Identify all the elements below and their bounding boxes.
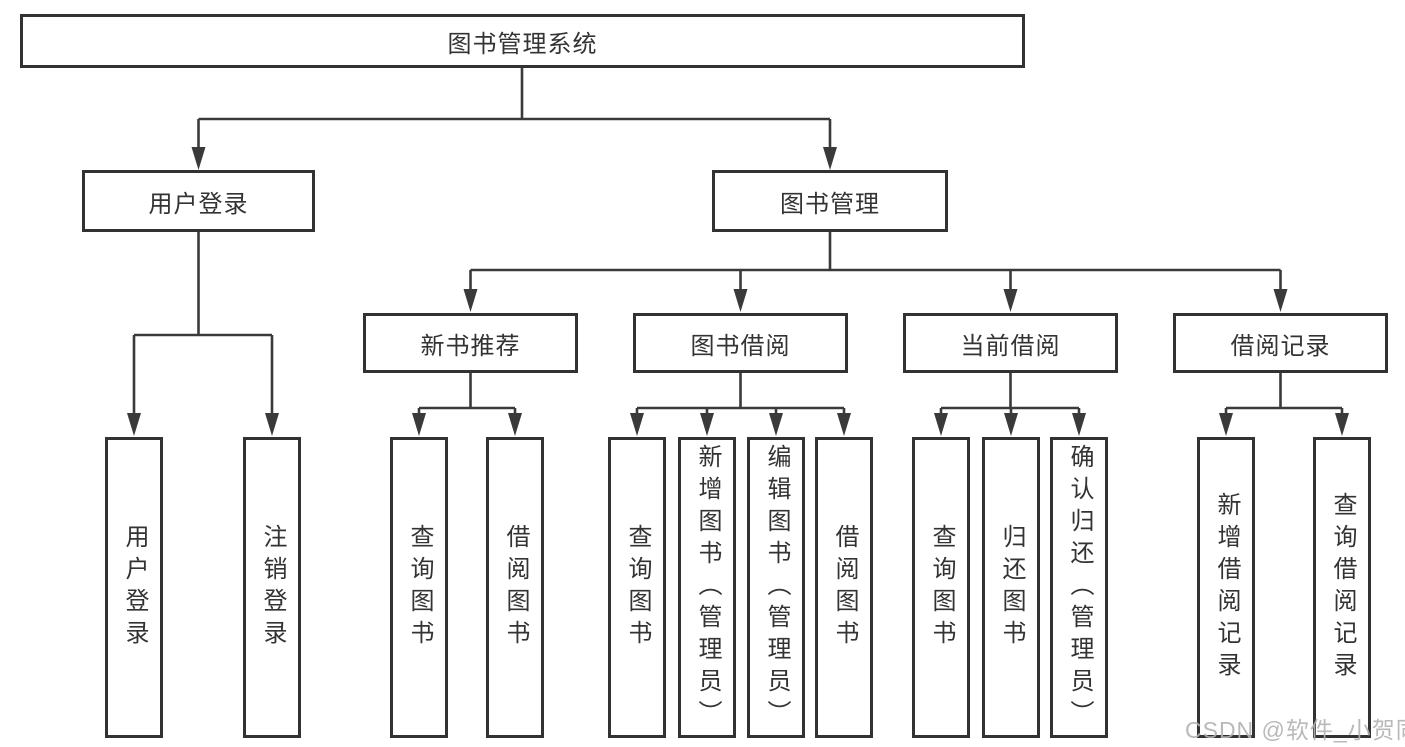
arrow-down-icon (700, 413, 714, 436)
connector-records-branch (1224, 373, 1344, 420)
node-leaf-return-books: 归还图书 (982, 437, 1040, 738)
node-book-management-branch: 图书管理 (712, 170, 948, 232)
node-leaf-confirm-return-admin: 确认归还（管理员） (1050, 437, 1108, 738)
node-leaf-logout: 注销登录 (243, 437, 301, 738)
leaf-label: 查询借阅记录 (1329, 491, 1356, 684)
node-leaf-add-borrow-record: 新增借阅记录 (1197, 437, 1255, 738)
arrow-down-icon (508, 413, 522, 436)
node-leaf-query-books-borrow: 查询图书 (608, 437, 666, 738)
leaf-label: 新增借阅记录 (1213, 491, 1240, 684)
node-user-login-branch: 用户登录 (82, 170, 315, 232)
arrow-down-icon (837, 413, 851, 436)
arrow-down-icon (1003, 289, 1018, 312)
leaf-label: 用户登录 (121, 523, 148, 652)
leaf-label: 新增图书（管理员） (694, 443, 721, 732)
arrow-down-icon (191, 147, 206, 170)
arrow-down-icon (630, 413, 644, 436)
arrow-down-icon (823, 147, 837, 170)
leaf-label: 借阅图书 (831, 523, 858, 652)
connector-current-branch (939, 373, 1081, 420)
node-library-management-system: 图书管理系统 (20, 14, 1025, 68)
connector-root-to-level2 (197, 68, 832, 155)
leaf-label: 查询图书 (624, 523, 651, 652)
arrow-down-icon (769, 413, 783, 436)
leaf-label: 查询图书 (928, 523, 955, 652)
arrow-down-icon (1273, 289, 1288, 312)
arrow-down-icon (463, 289, 478, 312)
connector-borrow-branch (635, 373, 846, 420)
leaf-label: 编辑图书（管理员） (763, 443, 790, 732)
arrow-down-icon (934, 413, 948, 436)
node-book-borrowing: 图书借阅 (633, 313, 848, 373)
node-new-book-recommendation: 新书推荐 (363, 313, 578, 373)
leaf-label: 确认归还（管理员） (1066, 443, 1093, 732)
connector-user-login-branch (132, 232, 274, 420)
connector-recommend-branch (417, 373, 517, 420)
node-leaf-borrow-books-recommend: 借阅图书 (486, 437, 544, 738)
node-leaf-query-books-current: 查询图书 (912, 437, 970, 738)
node-leaf-borrow-books: 借阅图书 (815, 437, 873, 738)
node-leaf-query-borrow-record: 查询借阅记录 (1313, 437, 1371, 738)
leaf-label: 查询图书 (406, 523, 433, 652)
arrow-down-icon (1004, 413, 1018, 436)
node-leaf-add-book-admin: 新增图书（管理员） (678, 437, 736, 738)
arrow-down-icon (412, 413, 426, 436)
arrow-down-icon (733, 289, 748, 312)
node-current-borrowing: 当前借阅 (903, 313, 1118, 373)
connector-book-management-branch (469, 232, 1282, 296)
node-leaf-query-books-recommend: 查询图书 (390, 437, 448, 738)
arrow-down-icon (1219, 413, 1233, 436)
leaf-label: 借阅图书 (502, 523, 529, 652)
csdn-watermark: CSDN @软件_小贺同学 (1185, 717, 1405, 743)
arrow-down-icon (1335, 413, 1349, 436)
arrow-down-icon (127, 413, 141, 436)
leaf-label: 归还图书 (998, 523, 1025, 652)
node-leaf-user-login: 用户登录 (105, 437, 163, 738)
leaf-label: 注销登录 (259, 523, 286, 652)
node-leaf-edit-book-admin: 编辑图书（管理员） (747, 437, 805, 738)
arrow-down-icon (265, 413, 279, 436)
node-borrowing-records: 借阅记录 (1173, 313, 1388, 373)
arrow-down-icon (1072, 413, 1086, 436)
